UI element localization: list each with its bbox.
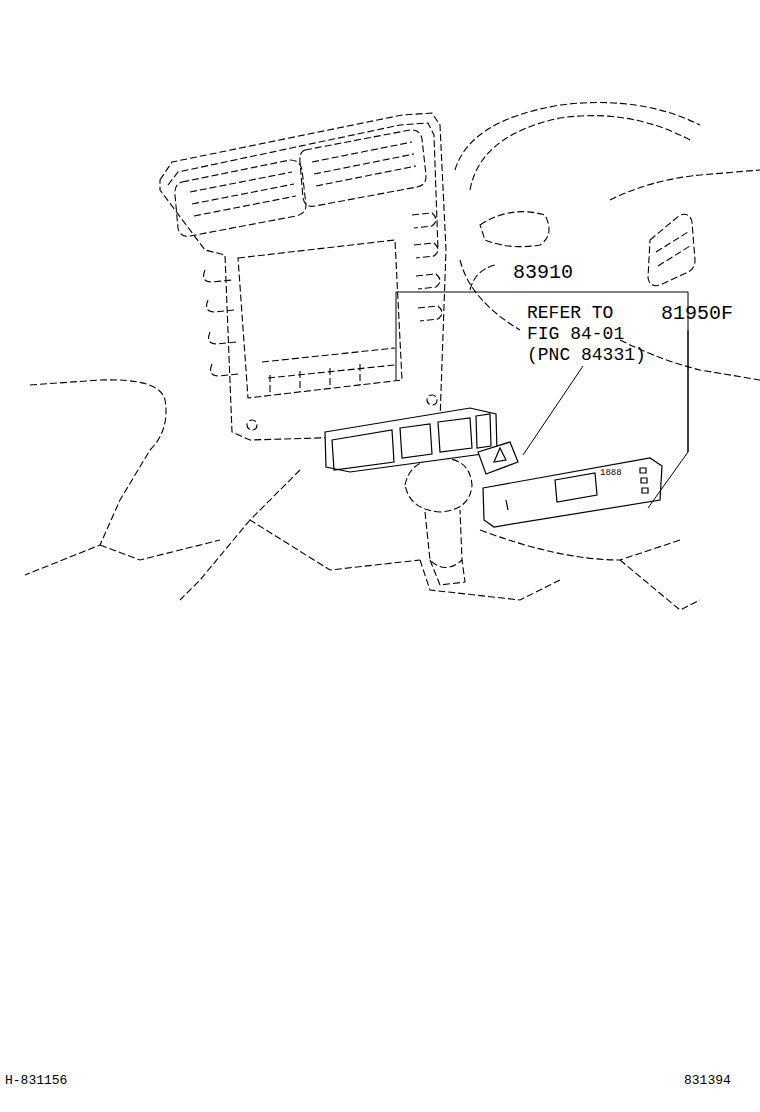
illustration-number: 831394 (684, 1073, 754, 1088)
display-digits: 1888 (600, 468, 640, 478)
callout-number: 81950F (661, 302, 756, 325)
parts (325, 408, 662, 527)
callout-number: 83910 (513, 261, 593, 284)
figure-code: H-831156 (5, 1073, 125, 1088)
dashed-context (25, 103, 760, 611)
reference-note: REFER TO FIG 84-01 (PNC 84331) (527, 303, 652, 366)
leader-lines (396, 292, 688, 508)
